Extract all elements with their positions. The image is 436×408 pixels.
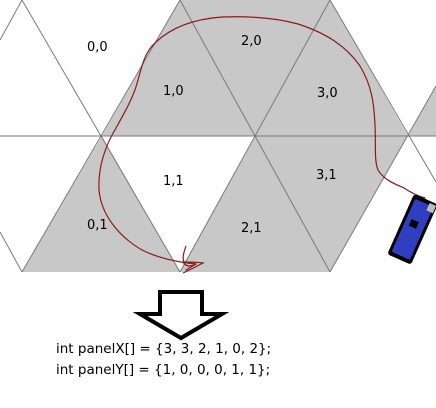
down-arrow-icon bbox=[132, 290, 230, 341]
diag-f bbox=[329, 0, 436, 183]
traversal-path bbox=[98, 16, 426, 271]
diag-c bbox=[21, 0, 181, 273]
panel-2-1 bbox=[180, 136, 330, 272]
shaded-panels bbox=[22, 0, 436, 272]
diag-h bbox=[0, 231, 23, 273]
diag-e bbox=[179, 0, 331, 273]
cell-label-0-1: 0,1 bbox=[87, 218, 108, 233]
handheld-device-icon bbox=[388, 194, 436, 264]
cell-label-3-1: 3,1 bbox=[316, 168, 337, 183]
cell-label-2-1: 2,1 bbox=[241, 221, 262, 236]
cell-label-2-0: 2,0 bbox=[241, 34, 262, 49]
panel-1-0 bbox=[102, 0, 255, 136]
cell-label-3-0: 3,0 bbox=[317, 86, 338, 101]
path-arrow-tip bbox=[182, 245, 205, 274]
diag-a bbox=[0, 0, 23, 41]
diag-g bbox=[329, 85, 436, 273]
cell-label-0-0: 0,0 bbox=[87, 40, 108, 55]
code-line-panel-x: int panelX[] = {3, 3, 2, 1, 0, 2}; bbox=[56, 341, 272, 357]
panel-2-0 bbox=[180, 0, 330, 136]
panel-3-0 bbox=[255, 0, 408, 136]
cell-label-1-1: 1,1 bbox=[163, 174, 184, 189]
grid-lines bbox=[0, 0, 436, 273]
panel-0-1 bbox=[22, 136, 180, 272]
cell-label-1-0: 1,0 bbox=[163, 84, 184, 99]
code-line-panel-y: int panelY[] = {1, 0, 0, 0, 1, 1}; bbox=[56, 362, 271, 378]
panel-3-1 bbox=[255, 136, 408, 272]
